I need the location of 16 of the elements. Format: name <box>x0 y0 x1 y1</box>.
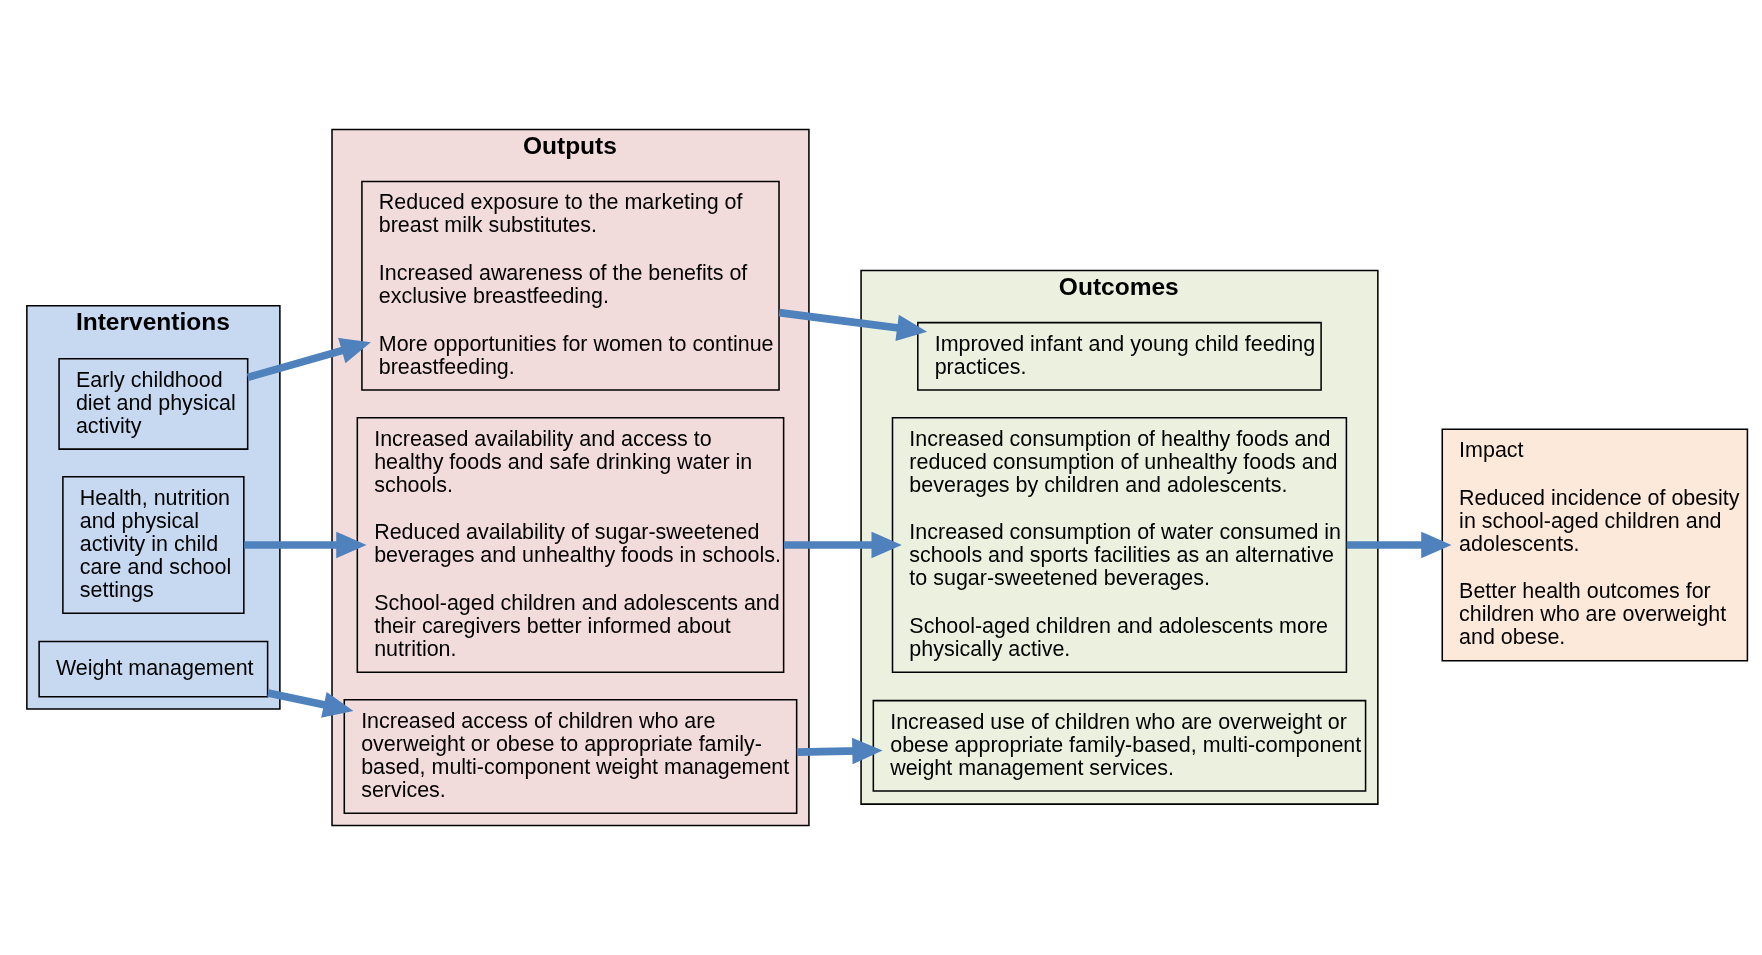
arrow <box>778 308 928 341</box>
node-box: Increased availability and access to healthy foods and safe drinking water in schools. Reduced availability of sugar-sweetened beverages and unhealthy foods in schools. School-aged children and adolescents and their caregivers better informed about nutrition. <box>356 416 785 673</box>
arrow <box>783 531 902 559</box>
node-box: Health, nutrition and physical activity in child care and school settings <box>62 475 245 614</box>
arrow <box>244 531 367 559</box>
node-box: Reduced exposure to the marketing of breast milk substitutes. Increased awareness of the benefits of exclusive breastfeeding. More opportunities for women to continue breastfeeding. <box>361 180 780 391</box>
node-box: Improved infant and young child feeding practices. <box>917 321 1322 391</box>
node-box: Impact Reduced incidence of obesity in school-aged children and adolescents. Better health outcomes for children who are overweight and obese. <box>1441 428 1749 662</box>
node-box: Increased access of children who are overweight or obese to appropriate family-based, multi-component weight management services. <box>343 699 798 815</box>
node-box: Early childhood diet and physical activity <box>58 357 249 450</box>
node-box: Increased use of children who are overweight or obese appropriate family-based, multi-component weight management services. <box>872 699 1367 792</box>
arrow <box>796 737 883 765</box>
node-box: Weight management <box>38 640 269 698</box>
node-box: Increased consumption of healthy foods and reduced consumption of unhealthy foods and beverages by children and adolescents. Increased consumption of water consumed in schools and sports facilities as an alternative to sugar-sweetened beverages. School-aged children and adolescents more physically active. <box>891 416 1348 673</box>
arrow <box>1346 531 1452 559</box>
arrow <box>267 689 354 718</box>
